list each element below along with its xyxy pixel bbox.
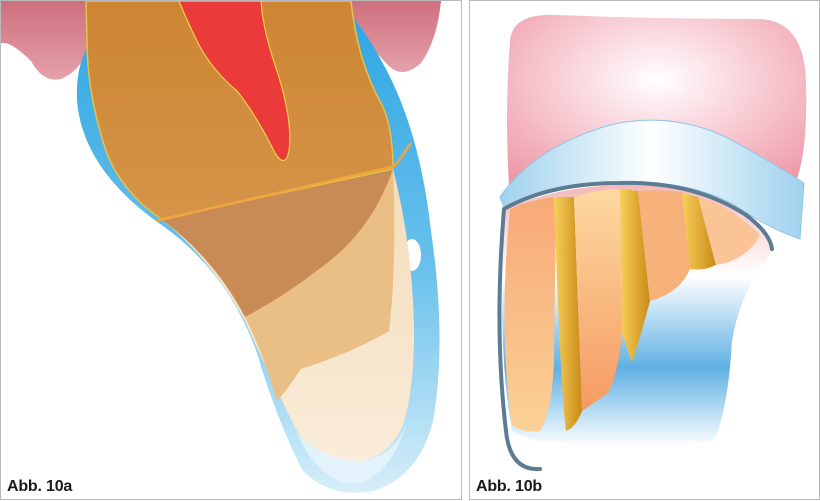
figure-10b-panel: Abb. 10b: [469, 0, 820, 500]
mamelon-left: [504, 197, 556, 431]
tooth-cross-section-diagram: [1, 1, 462, 500]
tooth-layering-diagram: [470, 1, 820, 500]
caption-10b: Abb. 10b: [476, 478, 542, 496]
figure-10a-panel: Abb. 10a: [0, 0, 462, 500]
caption-10a: Abb. 10a: [7, 478, 72, 496]
